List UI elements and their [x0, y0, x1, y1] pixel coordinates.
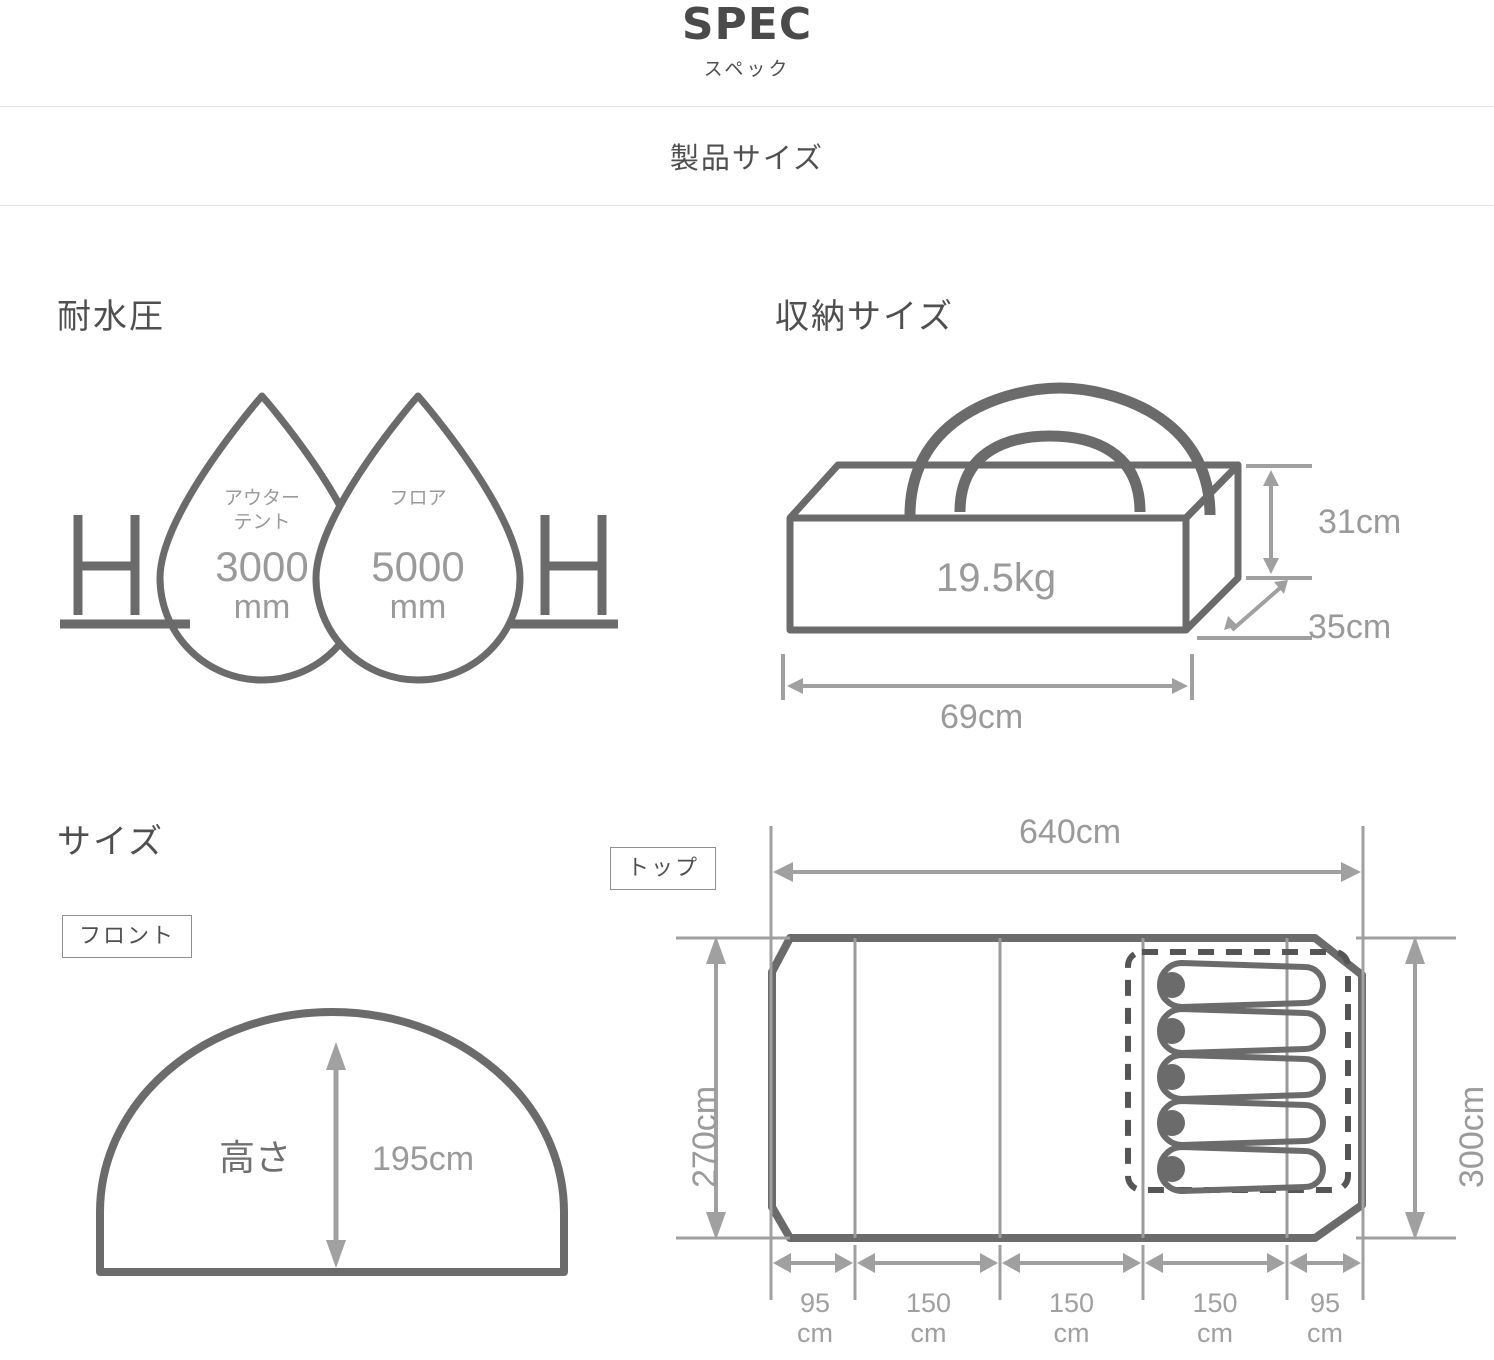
page-title: SPEC: [681, 0, 813, 50]
droplet-unit-outer-tent: mm: [233, 588, 291, 626]
top-segment-unit: cm: [1197, 1318, 1233, 1349]
droplet-floor: [312, 392, 524, 684]
top-overall-depth-label: 300cm: [1453, 1085, 1491, 1188]
storage-height-label: 31cm: [1318, 503, 1402, 541]
top-view-plan: [676, 826, 1456, 1300]
top-segment-unit: cm: [1307, 1318, 1343, 1349]
storage-width-label: 69cm: [940, 698, 1024, 736]
top-segment-label: 150 cm: [1000, 1288, 1143, 1348]
top-segment-value: 150: [1192, 1288, 1238, 1318]
top-view-badge-wrap: トップ: [610, 847, 717, 890]
size-title: サイズ: [57, 823, 164, 861]
top-segment-value: 150: [905, 1288, 952, 1318]
front-view-badge: フロント: [62, 915, 193, 958]
page-header: SPEC スペック: [0, 0, 1494, 79]
section-band-product-size: 製品サイズ: [0, 107, 1494, 205]
droplet-unit-floor: mm: [389, 588, 447, 626]
top-overall-width-label: 640cm: [1019, 813, 1122, 851]
front-height-caption: 高さ: [219, 1137, 292, 1178]
top-segment-label: 95 cm: [773, 1288, 857, 1348]
top-segment-label: 150 cm: [1143, 1288, 1287, 1348]
droplet-value-floor: 5000: [371, 543, 465, 590]
divider-top: [0, 106, 1494, 108]
droplet-label-line2: テント: [233, 511, 291, 533]
top-segment-unit: cm: [910, 1318, 947, 1349]
storage-weight-label: 19.5kg: [936, 556, 1057, 600]
page-subtitle: スペック: [703, 59, 791, 81]
top-inner-depth-label: 270cm: [686, 1085, 724, 1188]
sleeping-spots: [1157, 960, 1326, 1194]
section-title: 製品サイズ: [669, 143, 825, 176]
front-view-dome: [96, 1008, 568, 1276]
top-segment-unit: cm: [1053, 1318, 1090, 1349]
droplet-label-floor: フロア: [368, 487, 468, 511]
divider-bottom: [0, 205, 1494, 207]
front-height-value: 195cm: [372, 1140, 475, 1178]
top-segment-value: 95: [799, 1288, 831, 1318]
hydrostatic-head-icon: [60, 515, 618, 629]
water-resistance-title: 耐水圧: [57, 298, 165, 336]
droplet-outer-tent: [156, 392, 368, 684]
inner-tent-dashed-outline: [1125, 949, 1351, 1193]
top-view-badge: トップ: [610, 847, 717, 890]
storage-depth-label: 35cm: [1308, 608, 1392, 646]
storage-size-title: 収納サイズ: [775, 298, 954, 336]
droplet-value-outer-tent: 3000: [215, 543, 309, 590]
droplet-label-line1: アウター: [223, 488, 300, 509]
droplet-label-floor-line1: フロア: [389, 488, 447, 509]
droplet-label-outer-tent: アウター テント: [212, 487, 312, 535]
top-segment-label: 95 cm: [1287, 1288, 1363, 1348]
front-view-badge-wrap: フロント: [62, 915, 193, 958]
top-segment-label: 150 cm: [857, 1288, 1000, 1348]
top-segment-unit: cm: [797, 1318, 833, 1349]
top-segment-value: 150: [1048, 1288, 1095, 1318]
top-segment-value: 95: [1309, 1288, 1341, 1318]
